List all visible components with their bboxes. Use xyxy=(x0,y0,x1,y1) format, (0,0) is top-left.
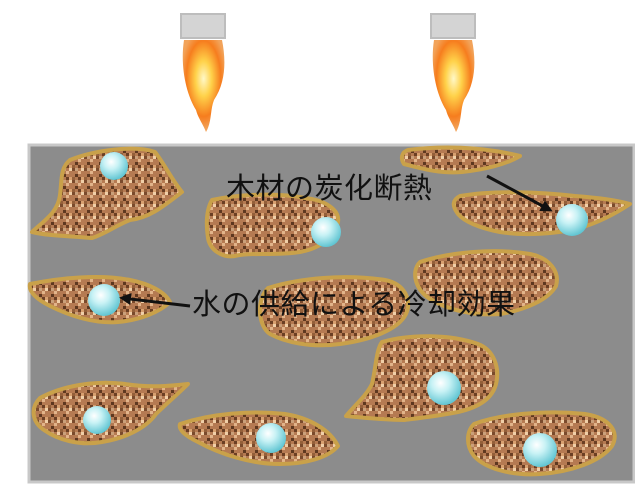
wood-chip-icon xyxy=(413,249,559,317)
heat-source-right xyxy=(430,13,476,132)
water-droplet-icon xyxy=(311,217,341,247)
water-droplet-icon xyxy=(556,204,588,236)
water-droplet-icon xyxy=(523,433,557,467)
wood-chip-icon xyxy=(399,145,522,175)
nozzle-icon xyxy=(180,13,226,39)
arrow-water-cooling xyxy=(119,293,191,308)
wood-chip-icon xyxy=(30,146,184,240)
label-carbonization: 木材の炭化断熱 xyxy=(226,171,433,205)
water-droplet-icon xyxy=(427,371,461,405)
wood-chip-icon xyxy=(344,334,500,422)
wood-chip-icon xyxy=(31,380,190,446)
water-droplets xyxy=(83,152,588,467)
nozzle-icon xyxy=(430,13,476,39)
arrow-carbonization xyxy=(486,174,553,212)
water-droplet-icon xyxy=(88,284,120,316)
water-droplet-icon xyxy=(256,423,286,453)
label-water-cooling: 水の供給による冷却効果 xyxy=(192,287,516,321)
heat-source-left xyxy=(180,13,226,132)
water-droplet-icon xyxy=(83,406,111,434)
burner-flame-icon xyxy=(432,40,475,132)
water-droplet-icon xyxy=(100,152,128,180)
wood-chip-icon xyxy=(258,275,411,348)
burner-flame-icon xyxy=(182,40,225,132)
wood-chip-icon xyxy=(204,192,341,259)
